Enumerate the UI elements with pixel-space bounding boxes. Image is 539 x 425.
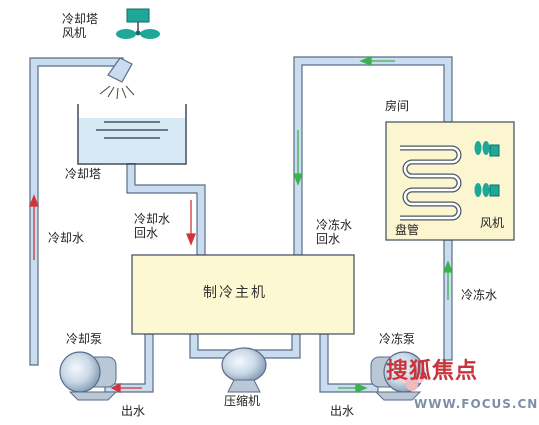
cooling-water-label: 冷却水 (48, 231, 85, 245)
room-label: 房间 (385, 99, 410, 113)
watermark-brand: 搜狐焦点 (386, 361, 478, 383)
cooling-tower-basin (77, 104, 187, 165)
chilled-water-label: 冷冻水 (461, 288, 498, 302)
cooling-water-return-label: 冷却水 回水 (134, 212, 171, 240)
cooling-tower-label: 冷却塔 (65, 167, 102, 181)
cooling-pump-label: 冷却泵 (66, 332, 103, 346)
coil-icon (400, 145, 462, 221)
watermark-url: WWW.FOCUS.CN (414, 397, 539, 411)
coil-label: 盘管 (395, 223, 420, 237)
outlet-right-label: 出水 (330, 404, 355, 418)
compressor-label: 压缩机 (224, 394, 261, 408)
watermark-jiao: 焦 (432, 359, 456, 384)
chilled-pump-icon (370, 351, 425, 401)
chilled-water-return-label: 冷冻水 回水 (316, 218, 353, 246)
cooling-tower-fan-icon (116, 8, 160, 39)
watermark-sou: 搜 (386, 359, 410, 384)
chilled-pump-label: 冷冻泵 (379, 332, 416, 346)
cooling-water-pipes (29, 57, 206, 393)
watermark-dian: 点 (455, 359, 479, 384)
cooling-pump-icon (59, 351, 118, 401)
sprayer-icon (99, 57, 135, 100)
room-fan-icon (474, 141, 500, 197)
focus-logo-icon (400, 375, 424, 391)
outlet-left-label: 出水 (121, 404, 146, 418)
green-flow-arrows (293, 56, 453, 393)
chiller-box (131, 254, 355, 335)
chiller-label: 制冷主机 (203, 285, 267, 301)
fan-label: 风机 (480, 216, 505, 230)
tower-fan-label: 冷却塔 风机 (62, 12, 99, 40)
compressor-icon (221, 347, 267, 393)
red-flow-arrows (29, 194, 196, 394)
watermark-hu: 狐 (409, 359, 433, 384)
